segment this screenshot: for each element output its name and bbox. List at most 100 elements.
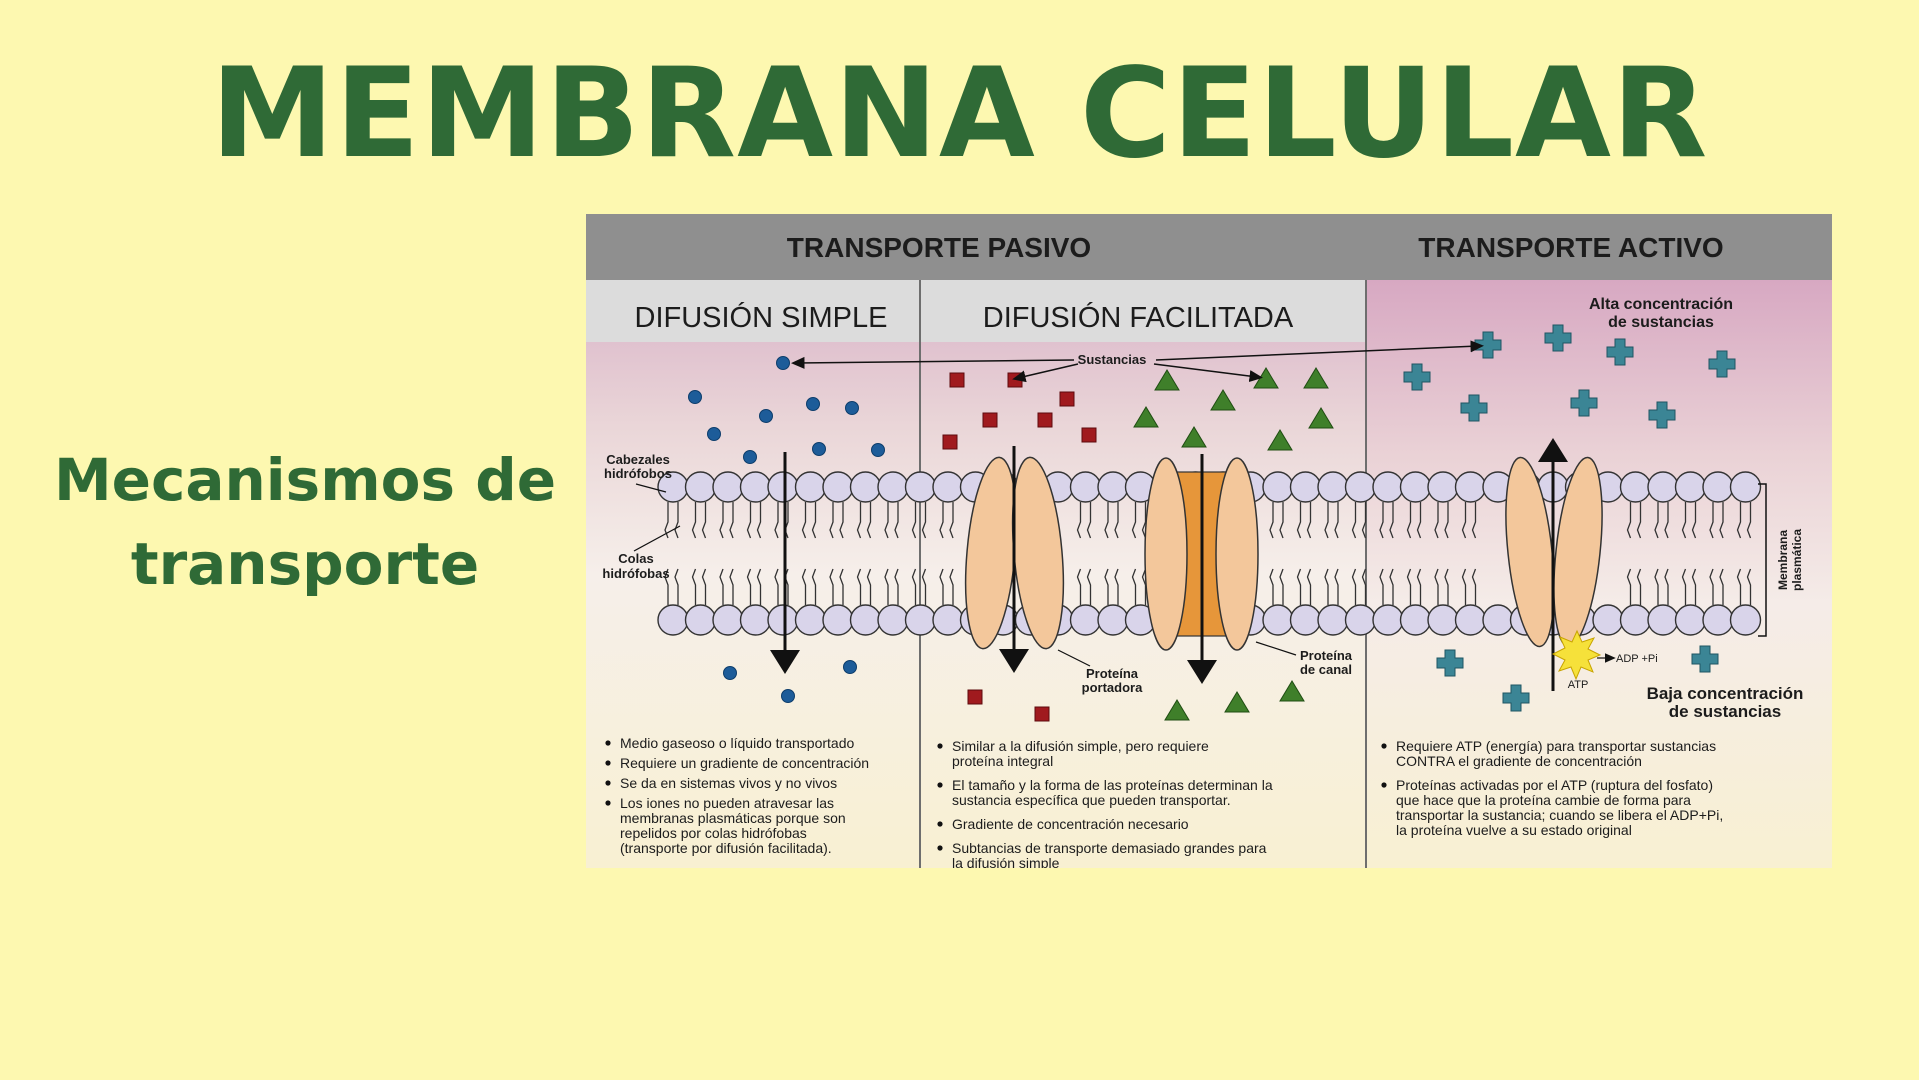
lipid-head <box>1619 471 1652 503</box>
molecule-circle <box>843 660 857 674</box>
lipid-tail <box>1406 502 1412 539</box>
lipid-head <box>1427 604 1459 636</box>
lipid-head <box>794 604 827 636</box>
lipid-tail <box>1279 502 1284 539</box>
substances-arrow-square <box>1012 363 1079 383</box>
lipid-head <box>1069 471 1102 503</box>
particles <box>688 324 1736 722</box>
bullet-dot <box>937 845 943 851</box>
bullet-text: transportar la sustancia; cuando se libe… <box>1396 807 1723 823</box>
lipid-head <box>1729 471 1762 503</box>
lipid-tail <box>1746 502 1752 539</box>
lipid-head <box>1702 471 1734 503</box>
lipid-head <box>1674 471 1707 503</box>
bullet-text: Medio gaseoso o líquido transportado <box>620 735 854 751</box>
lipid-tail <box>884 568 889 605</box>
molecule-triangle <box>1133 406 1159 428</box>
label-channel-1: Proteína <box>1300 648 1353 663</box>
bullet-text: la proteína vuelve a su estado original <box>1396 822 1632 838</box>
molecule-triangle <box>1303 367 1329 389</box>
lipid-tail <box>1416 568 1422 605</box>
label-high-2: de sustancias <box>1608 314 1714 331</box>
lipid-tail <box>1471 502 1477 539</box>
lipid-tail <box>1076 568 1082 605</box>
lipid-tail <box>756 568 762 605</box>
lipid-tail <box>1334 568 1339 605</box>
lipid-head <box>904 471 937 503</box>
molecule-square <box>942 434 958 450</box>
molecule-cross <box>1544 324 1572 352</box>
lipid-tail <box>894 568 899 605</box>
bullet-text: Los iones no pueden atravesar las <box>620 795 834 811</box>
bullet-dot <box>605 780 611 786</box>
molecule-triangle <box>1224 691 1250 713</box>
bullet-text: Subtancias de transporte demasiado grand… <box>952 840 1267 856</box>
bullet-dot <box>605 760 611 766</box>
lipid-tail <box>911 568 917 605</box>
lipid-tail <box>701 502 707 539</box>
subheader-facilitated: DIFUSIÓN FACILITADA <box>983 301 1294 334</box>
lipid-tail <box>1306 502 1312 539</box>
lipid-tail <box>949 502 954 539</box>
lipid-tail <box>801 568 807 605</box>
molecule-circle <box>845 401 859 415</box>
label-atp: ATP <box>1568 679 1589 691</box>
lipid-head <box>1289 604 1322 636</box>
lipid-tail <box>1076 502 1082 539</box>
molecule-circle <box>781 689 795 703</box>
caption-line-1: Mecanismos de <box>53 446 557 514</box>
bullets-facilitated: Similar a la difusión simple, pero requi… <box>937 738 1273 868</box>
lipid-tail <box>1664 502 1669 539</box>
lipid-tail <box>1444 502 1449 539</box>
bullets-active: Requiere ATP (energía) para transportar … <box>1381 738 1723 838</box>
bullet-text: Se da en sistemas vivos y no vivos <box>620 775 837 791</box>
lipid-head <box>712 604 744 636</box>
lipid-tail <box>921 502 927 539</box>
lipid-tail <box>1114 568 1119 605</box>
lipid-tail <box>719 568 724 605</box>
lipid-head <box>684 471 717 503</box>
lipid-tail <box>1406 568 1412 605</box>
lipid-tail <box>1746 568 1752 605</box>
active-panel-background <box>1366 280 1832 868</box>
molecule-circle <box>776 356 790 370</box>
section-caption: Mecanismos de transporte <box>50 438 560 606</box>
lipid-head <box>1097 471 1129 503</box>
molecule-circle <box>812 442 826 456</box>
bullet-text: Similar a la difusión simple, pero requi… <box>952 738 1209 754</box>
lipid-tail <box>1389 502 1394 539</box>
header-passive: TRANSPORTE PASIVO <box>787 232 1091 263</box>
lipid-head <box>1289 471 1322 503</box>
lipid-tail <box>719 502 724 539</box>
lipid-tail <box>746 568 752 605</box>
lipid-tail <box>1296 568 1302 605</box>
molecule-square <box>1007 372 1023 388</box>
lipid-head <box>657 604 689 636</box>
molecule-circle <box>871 443 885 457</box>
subheader-facilitated-box <box>920 280 1366 342</box>
membrane-bracket <box>1758 483 1767 637</box>
lipid-head <box>822 604 854 636</box>
lipid-head <box>712 471 744 503</box>
lipid-head <box>1262 471 1294 503</box>
lipid-head <box>1454 604 1487 636</box>
molecule-square <box>982 412 998 428</box>
lipid-head <box>849 604 882 636</box>
lipid-tail <box>1681 502 1687 539</box>
lipid-tail <box>1654 502 1659 539</box>
lipid-tail <box>939 502 944 539</box>
molecule-triangle <box>1210 389 1236 411</box>
molecule-circle <box>806 397 820 411</box>
lipid-tail <box>1324 502 1329 539</box>
lipid-tail <box>839 568 844 605</box>
lipid-tail <box>1131 568 1137 605</box>
lipid-tail <box>1086 502 1092 539</box>
molecule-cross <box>1708 350 1736 378</box>
lipid-head <box>739 604 772 636</box>
lipid-head <box>1702 604 1734 636</box>
lipid-tail <box>774 568 779 605</box>
lipid-tail <box>894 502 899 539</box>
lipid-tail <box>1104 502 1109 539</box>
substances-arrow-circle <box>791 356 1075 369</box>
molecule-square <box>949 372 965 388</box>
